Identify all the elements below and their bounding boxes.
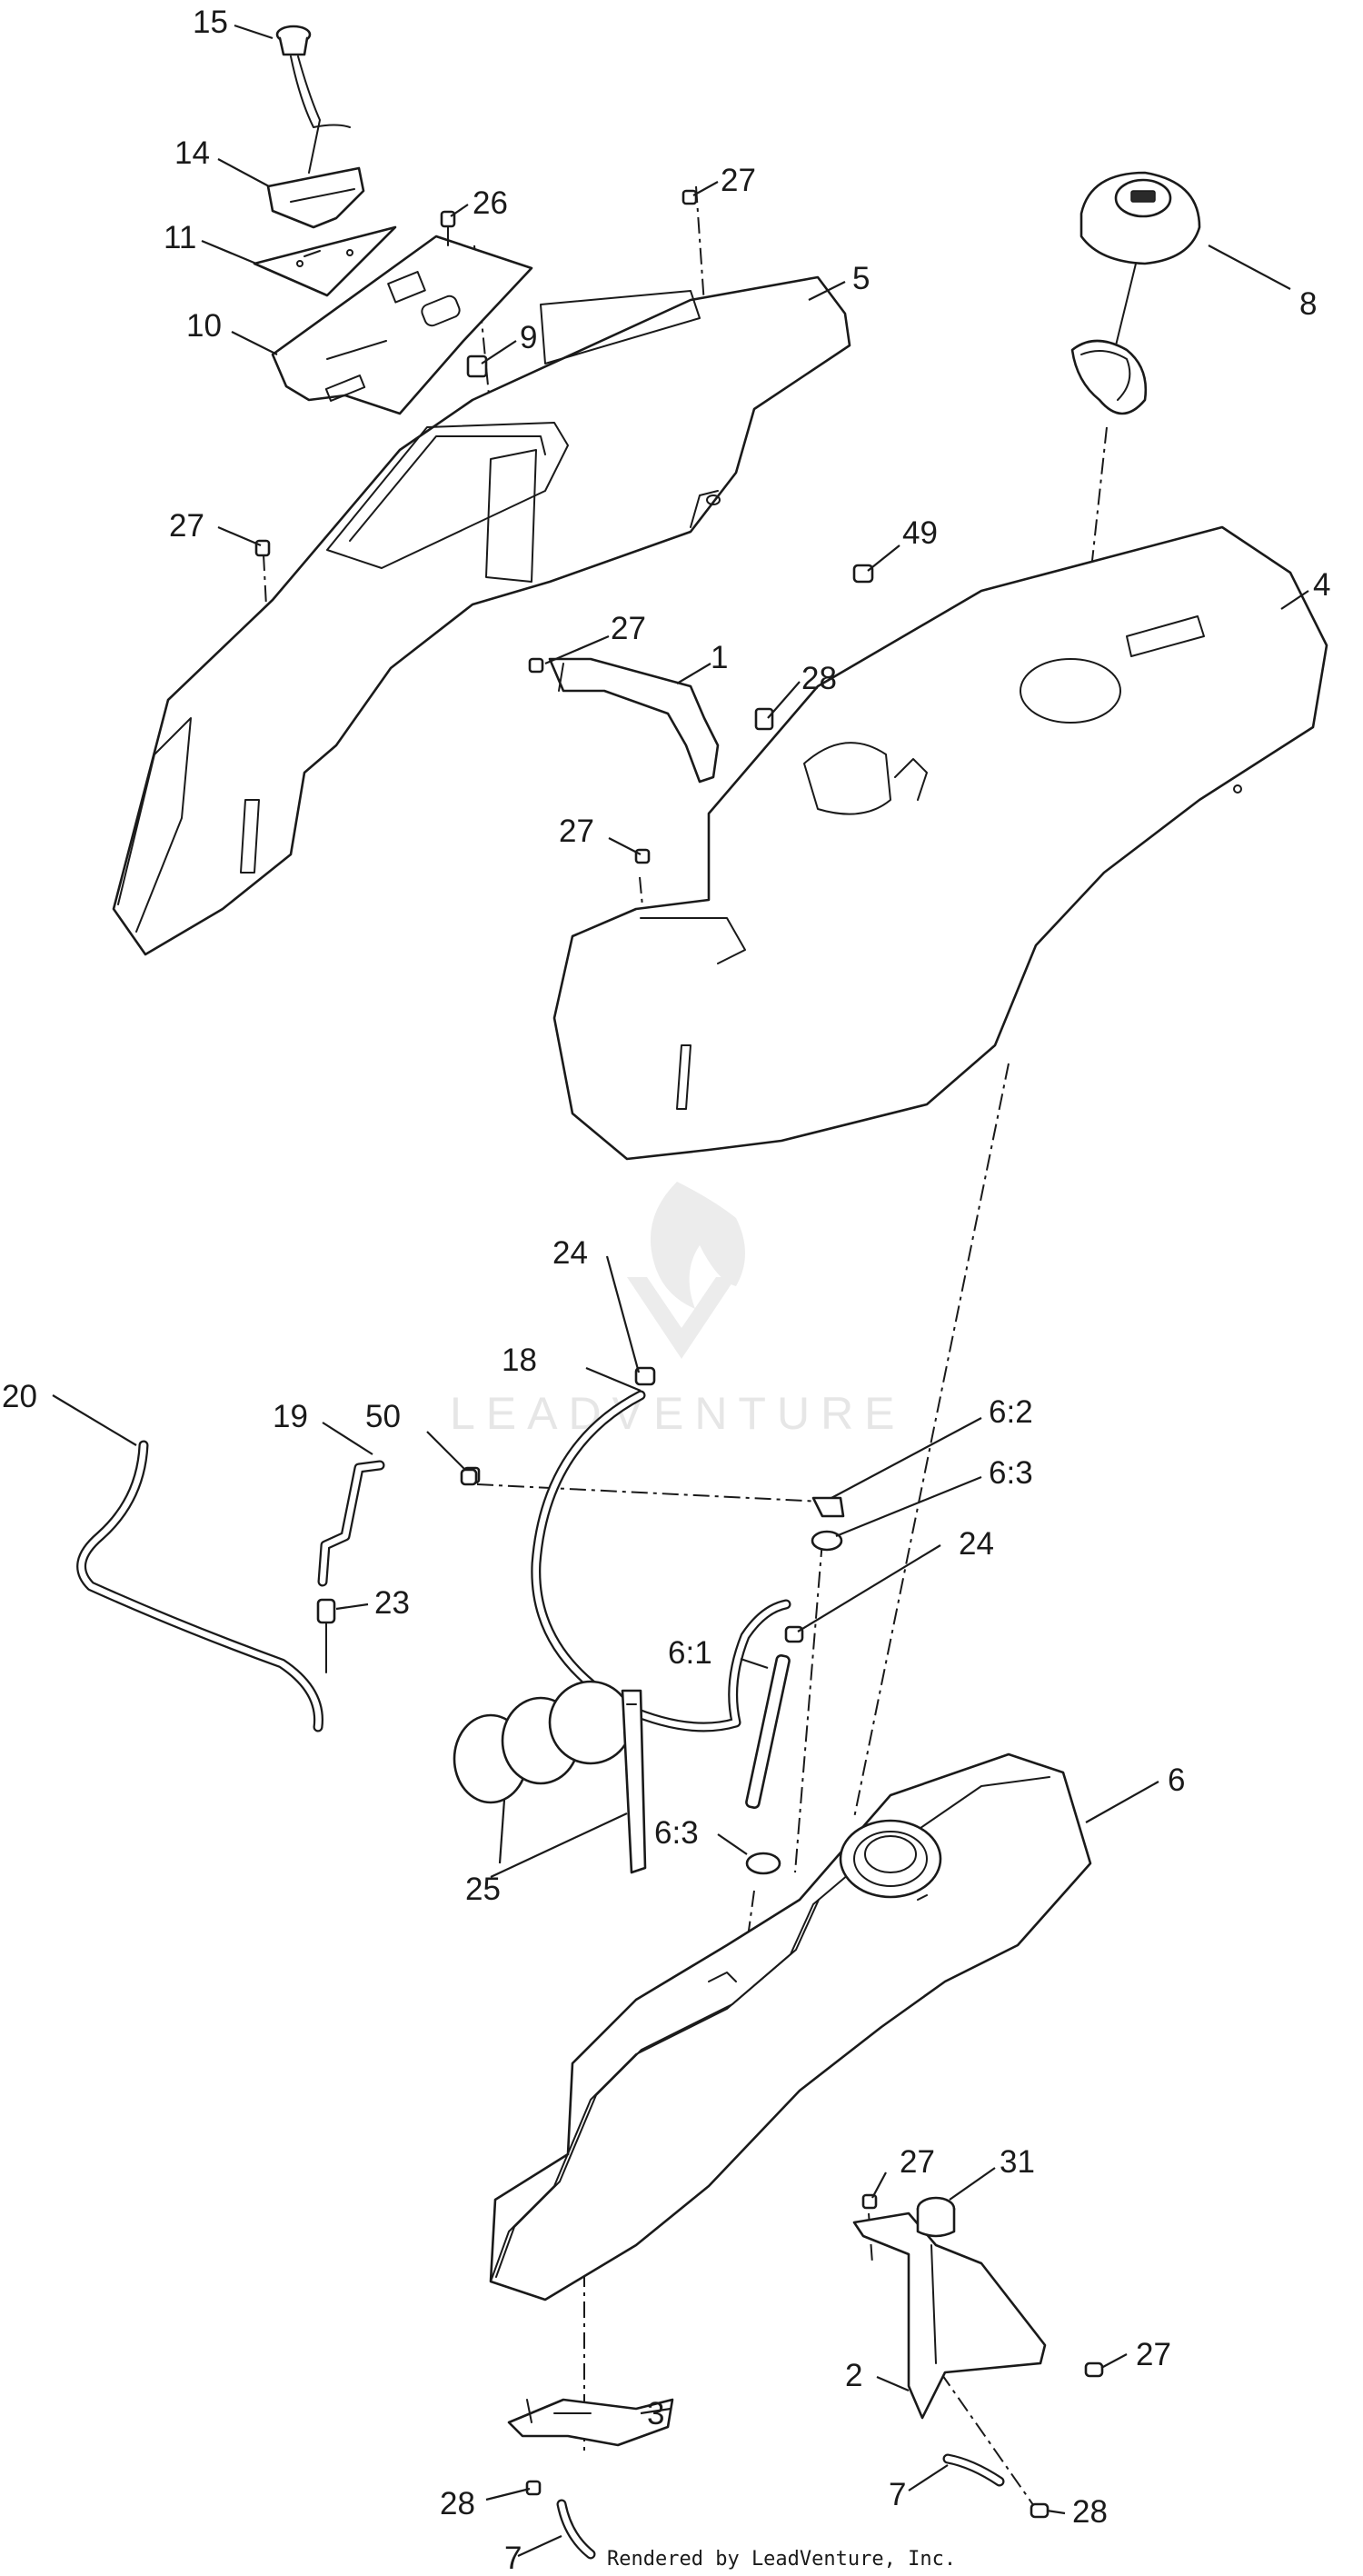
callout-19: 19 [273, 1399, 308, 1434]
callout-4: 4 [1313, 567, 1330, 603]
callout-31: 31 [1000, 2144, 1035, 2180]
triangle-plate [253, 225, 397, 297]
callout-27-left: 27 [169, 508, 204, 544]
tank-shroud [552, 525, 1328, 1161]
callout-7-right: 7 [889, 2477, 906, 2512]
callout-28-right: 28 [1072, 2494, 1108, 2530]
callout-labels: 15 14 11 26 10 27 5 9 8 27 49 4 27 1 28 … [2, 5, 1330, 2576]
vent-tube [317, 1460, 385, 1587]
callout-23: 23 [374, 1585, 410, 1621]
clamps-and-tie [453, 1680, 647, 1874]
callout-18: 18 [502, 1343, 537, 1378]
callout-26: 26 [473, 185, 508, 221]
fuel-cap [1070, 171, 1201, 415]
callout-6-3-lower: 6:3 [654, 1815, 699, 1851]
callout-27-bracket: 27 [611, 611, 646, 646]
callout-25: 25 [465, 1872, 501, 1907]
callout-50: 50 [365, 1399, 401, 1434]
callout-7-left: 7 [504, 2541, 522, 2576]
bolts-lower [525, 2193, 1104, 2519]
callout-27-tank: 27 [559, 814, 594, 849]
retainer-clip-right [942, 2453, 1005, 2487]
callout-27-top: 27 [721, 163, 756, 198]
callout-8: 8 [1299, 286, 1317, 322]
support-bracket [548, 657, 720, 784]
callout-20: 20 [2, 1379, 37, 1414]
callout-6: 6 [1168, 1762, 1185, 1798]
elbow-fitting [811, 1496, 845, 1518]
hose-clamp-small [460, 1468, 478, 1486]
grommet-lower [745, 1852, 781, 1875]
callout-1: 1 [711, 640, 728, 675]
callout-3: 3 [647, 2396, 664, 2431]
callout-24-lower: 24 [959, 1526, 994, 1562]
tank-bracket-right [852, 2212, 1047, 2420]
callout-6-1: 6:1 [668, 1635, 712, 1671]
callout-6-2: 6:2 [989, 1394, 1033, 1430]
control-plate [271, 235, 533, 415]
grommet-upper [811, 1530, 843, 1552]
render-credit: Rendered by LeadVenture, Inc. [607, 2548, 956, 2571]
fuel-tank [489, 1752, 1092, 2301]
dipstick [275, 25, 351, 174]
vent-hose [76, 1440, 323, 1732]
callout-27-right: 27 [1136, 2337, 1171, 2372]
check-valve [316, 1598, 336, 1673]
fuel-pickup-tube [745, 1654, 791, 1809]
callout-14: 14 [174, 135, 210, 171]
watermark-logo [627, 1182, 745, 1359]
callout-28-top: 28 [801, 661, 837, 696]
callout-5: 5 [852, 261, 870, 296]
callout-2: 2 [845, 2358, 862, 2393]
callout-24-top: 24 [552, 1235, 588, 1271]
dipstick-holder [266, 166, 365, 229]
retainer-clip-left [556, 2499, 596, 2560]
callout-27-bumper: 27 [900, 2144, 935, 2180]
fuel-hose-long [531, 1390, 791, 1732]
rubber-bumper [916, 2196, 956, 2238]
callout-10: 10 [186, 308, 222, 344]
callout-11: 11 [164, 220, 196, 255]
callout-9: 9 [520, 320, 537, 355]
callout-28-left: 28 [440, 2486, 475, 2521]
console-cover [112, 275, 851, 956]
callout-6-3-upper: 6:3 [989, 1455, 1033, 1491]
watermark-text: LEADVENTURE [450, 1388, 906, 1439]
tank-bracket-left [507, 2398, 674, 2447]
leader-lines [52, 24, 1309, 2557]
callout-15: 15 [193, 5, 228, 40]
callout-49: 49 [902, 515, 938, 551]
